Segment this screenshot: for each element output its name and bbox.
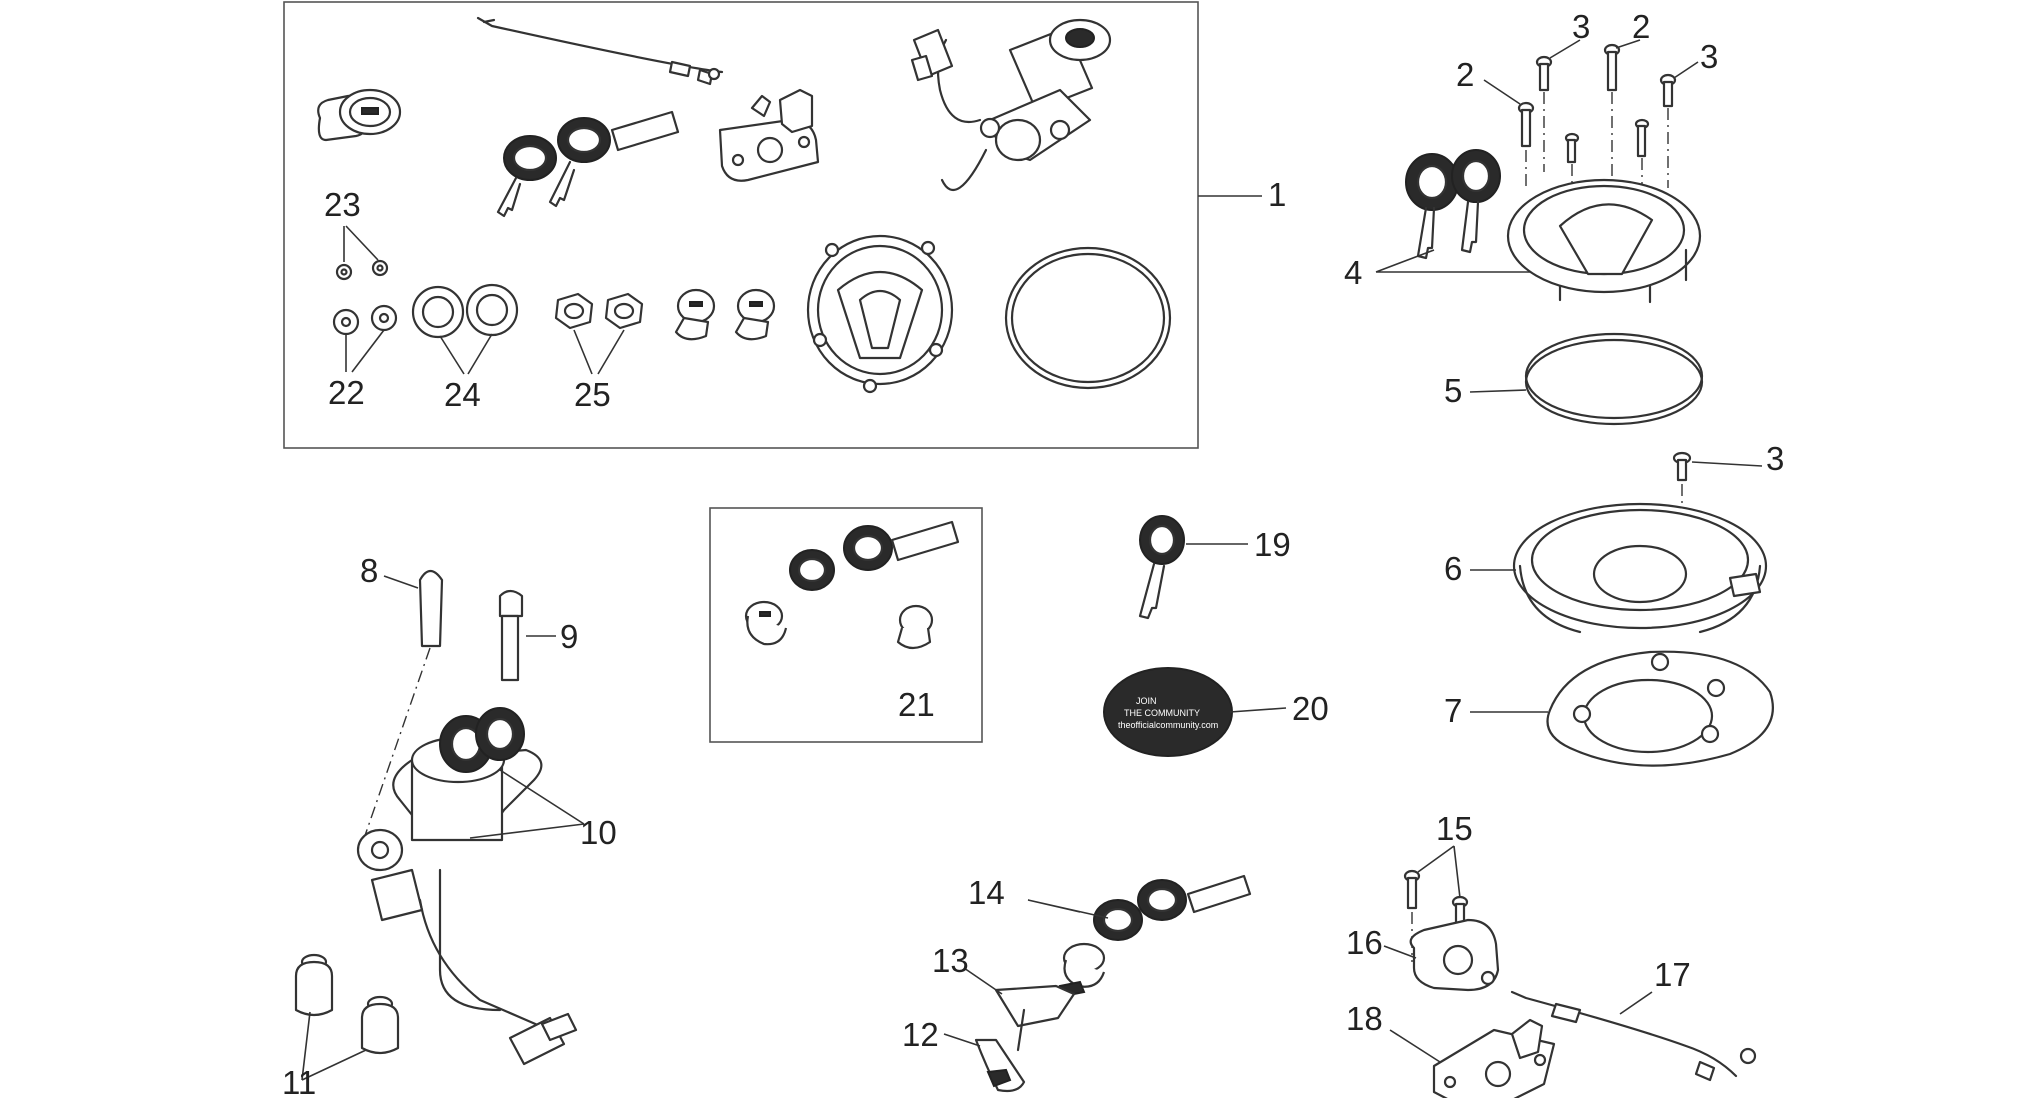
sleeve-11b bbox=[360, 995, 400, 1055]
kit-box-21 bbox=[709, 507, 983, 743]
fuel-filler-flange-6 bbox=[1512, 502, 1768, 634]
callout-14: 14 bbox=[968, 874, 1005, 911]
screw-small-mid bbox=[1564, 132, 1580, 164]
svg-text:theofficialcommunity.com: theofficialcommunity.com bbox=[1118, 720, 1218, 730]
callout-23: 23 bbox=[324, 186, 361, 223]
callout-15: 15 bbox=[1436, 810, 1473, 847]
callout-7: 7 bbox=[1444, 692, 1462, 729]
svg-text:JOIN: JOIN bbox=[1136, 696, 1157, 706]
callout-9: 9 bbox=[560, 618, 578, 655]
seat-latch bbox=[718, 88, 820, 182]
star-washer-22a bbox=[332, 308, 360, 336]
callout-16: 16 bbox=[1346, 924, 1383, 961]
callout-11: 11 bbox=[282, 1064, 316, 1098]
fuel-cap-assembly bbox=[1506, 178, 1702, 304]
svg-text:THE COMMUNITY: THE COMMUNITY bbox=[1124, 708, 1200, 718]
kit-box-1 bbox=[283, 1, 1199, 449]
callout-25: 25 bbox=[574, 376, 611, 413]
lock-assembly-14 bbox=[1058, 874, 1252, 998]
latch-18 bbox=[1432, 1018, 1556, 1098]
key-tag-20: JOIN THE COMMUNITY theofficialcommunity.… bbox=[1103, 667, 1233, 757]
callout-22: 22 bbox=[328, 374, 365, 411]
lock-barrel-a bbox=[674, 288, 716, 341]
gasket-ring-kit bbox=[1004, 246, 1172, 390]
clip-12 bbox=[974, 1038, 1026, 1093]
callout-10: 10 bbox=[580, 814, 617, 851]
key-set-21 bbox=[744, 520, 960, 646]
screw-2-left bbox=[1517, 101, 1535, 148]
gasket-plate-7 bbox=[1546, 650, 1774, 767]
screw-3-top-left bbox=[1535, 55, 1553, 92]
key-set-4 bbox=[1405, 149, 1501, 260]
key-set-top bbox=[496, 110, 680, 218]
callout-6: 6 bbox=[1444, 550, 1462, 587]
callout-12: 12 bbox=[902, 1016, 939, 1053]
callout-17: 17 bbox=[1654, 956, 1691, 993]
callout-2-left: 2 bbox=[1456, 56, 1474, 93]
callout-19: 19 bbox=[1254, 526, 1291, 563]
callout-21: 21 bbox=[898, 686, 935, 723]
screw-2-mid bbox=[1634, 118, 1650, 158]
rivet-8 bbox=[418, 569, 444, 648]
star-washer-22b bbox=[370, 304, 398, 332]
nut-25a bbox=[554, 292, 594, 330]
fuel-cap-kit bbox=[806, 234, 954, 394]
ignition-switch-10 bbox=[356, 707, 578, 1066]
lock-barrel-21 bbox=[896, 604, 934, 650]
washer-23a bbox=[335, 263, 353, 281]
seat-release-cable bbox=[476, 16, 724, 86]
callout-24: 24 bbox=[444, 376, 481, 413]
callout-4: 4 bbox=[1344, 254, 1362, 291]
sleeve-11a bbox=[294, 953, 334, 1017]
bracket-13 bbox=[994, 984, 1076, 1052]
callout-3-top-left: 3 bbox=[1572, 8, 1590, 45]
lock-barrel-b bbox=[734, 288, 776, 341]
seal-ring-5 bbox=[1524, 332, 1704, 426]
callout-13: 13 bbox=[932, 942, 969, 979]
plate-16 bbox=[1409, 918, 1500, 992]
callout-8: 8 bbox=[360, 552, 378, 589]
seat-lock-cylinder bbox=[317, 88, 402, 142]
washer-23b bbox=[371, 259, 389, 277]
callout-3-right: 3 bbox=[1700, 38, 1718, 75]
key-19 bbox=[1138, 515, 1185, 620]
callout-1: 1 bbox=[1268, 176, 1286, 213]
screw-15b bbox=[1451, 895, 1469, 934]
callout-20: 20 bbox=[1292, 690, 1329, 727]
ignition-switch-kit bbox=[910, 18, 1112, 191]
screw-3-lower bbox=[1672, 451, 1692, 482]
screw-2-top-right bbox=[1603, 43, 1621, 92]
nut-25b bbox=[604, 292, 644, 330]
toothed-washer-24a bbox=[411, 285, 465, 339]
bolt-9 bbox=[498, 589, 524, 682]
callout-3-lower: 3 bbox=[1766, 440, 1784, 477]
screw-15a bbox=[1403, 869, 1421, 910]
screw-3-right bbox=[1659, 73, 1677, 108]
callout-5: 5 bbox=[1444, 372, 1462, 409]
toothed-washer-24b bbox=[465, 283, 519, 337]
callout-2-top-right: 2 bbox=[1632, 8, 1650, 45]
callout-18: 18 bbox=[1346, 1000, 1383, 1037]
cable-17 bbox=[1510, 990, 1757, 1082]
